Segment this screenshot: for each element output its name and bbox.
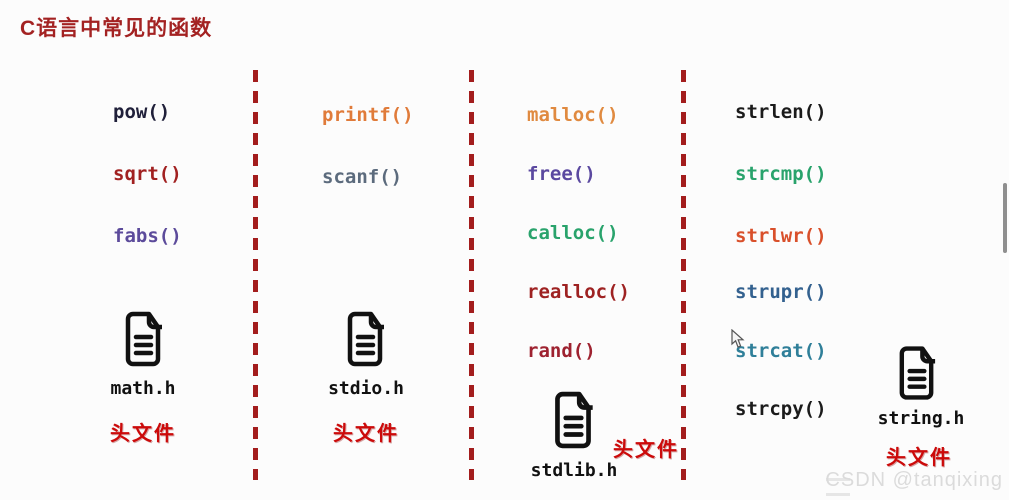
watermark: CSDN @tanqixing [825, 469, 1003, 491]
column-divider-3 [681, 70, 686, 480]
function-strcmp: strcmp() [735, 163, 827, 185]
function-pow: pow() [113, 101, 171, 123]
file-name-stdlib: stdlib.h [530, 460, 618, 481]
header-file-label-stdlib: 头文件 [613, 439, 679, 461]
function-sqrt: sqrt() [113, 163, 182, 185]
function-scanf: scanf() [322, 166, 403, 188]
function-strcat: strcat() [735, 340, 827, 362]
csdn-logo-icon [826, 478, 850, 496]
header-file-label-string: 头文件 [886, 447, 952, 469]
function-malloc: malloc() [527, 104, 619, 126]
file-name-string: string.h [877, 408, 965, 429]
file-icon-stdio [347, 311, 384, 367]
function-strcpy: strcpy() [735, 398, 827, 420]
function-calloc: calloc() [527, 222, 619, 244]
function-strlen: strlen() [735, 101, 827, 123]
function-strupr: strupr() [735, 281, 827, 303]
file-icon-stdlib [555, 391, 593, 449]
header-file-label-stdio: 头文件 [333, 423, 399, 445]
page-title: C语言中常见的函数 [20, 17, 213, 40]
column-divider-2 [469, 70, 474, 480]
function-rand: rand() [527, 340, 596, 362]
mouse-cursor-icon [731, 329, 745, 348]
file-icon-string [899, 346, 936, 400]
function-printf: printf() [322, 104, 414, 126]
function-strlwr: strlwr() [735, 225, 827, 247]
function-free: free() [527, 163, 596, 185]
function-realloc: realloc() [527, 281, 630, 303]
function-fabs: fabs() [113, 225, 182, 247]
file-name-stdio: stdio.h [328, 378, 404, 399]
scrollbar-thumb[interactable] [1003, 183, 1007, 253]
file-icon-math [125, 311, 162, 367]
file-name-math: math.h [110, 378, 176, 399]
column-divider-1 [253, 70, 258, 480]
header-file-label-math: 头文件 [110, 423, 176, 445]
